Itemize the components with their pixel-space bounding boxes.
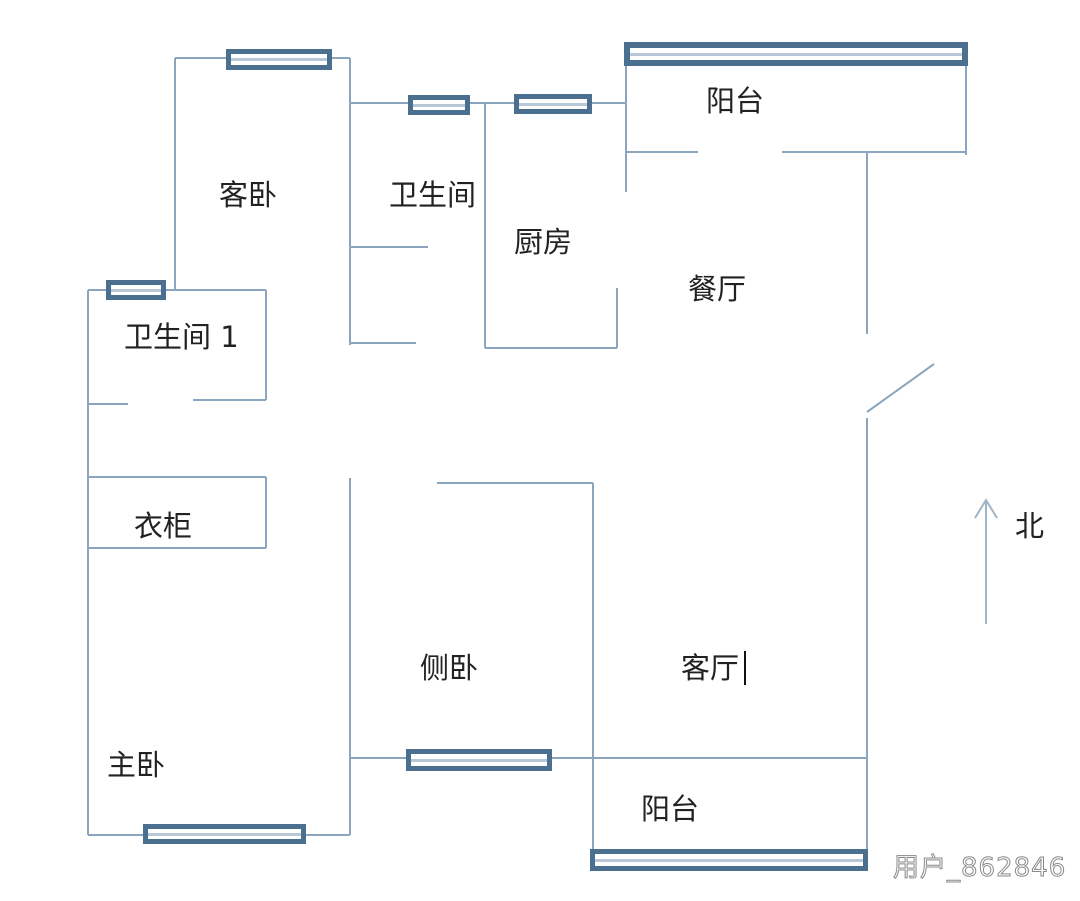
room-label-living-room: 客厅 — [681, 651, 740, 685]
room-label-guest-bedroom: 客卧 — [219, 178, 278, 212]
window-kitchen — [514, 94, 592, 114]
north-arrow-icon — [974, 498, 998, 624]
compass-label: 北 — [1015, 509, 1045, 543]
room-label-balcony-south: 阳台 — [641, 792, 700, 826]
room-label-bathroom: 卫生间 — [389, 178, 477, 212]
window-guest-bedroom — [226, 49, 332, 70]
window-bathroom-1 — [106, 280, 166, 300]
room-label-side-bedroom: 侧卧 — [420, 651, 479, 685]
room-label-balcony-north: 阳台 — [706, 84, 765, 118]
text-cursor — [744, 651, 746, 685]
window-master-bedroom — [143, 824, 306, 844]
window-side-bedroom — [406, 749, 552, 771]
room-label-dining-room: 餐厅 — [688, 272, 747, 306]
window-bathroom — [408, 95, 470, 115]
window-north-balcony — [624, 42, 968, 66]
room-label-kitchen: 厨房 — [514, 225, 573, 259]
window-south-balcony — [590, 849, 868, 871]
room-label-master-bedroom: 主卧 — [107, 748, 166, 782]
room-label-wardrobe: 衣柜 — [134, 509, 193, 543]
walls — [87, 45, 967, 862]
room-label-bathroom-1: 卫生间 1 — [124, 320, 239, 354]
watermark: 用户_862846 — [892, 853, 1067, 883]
